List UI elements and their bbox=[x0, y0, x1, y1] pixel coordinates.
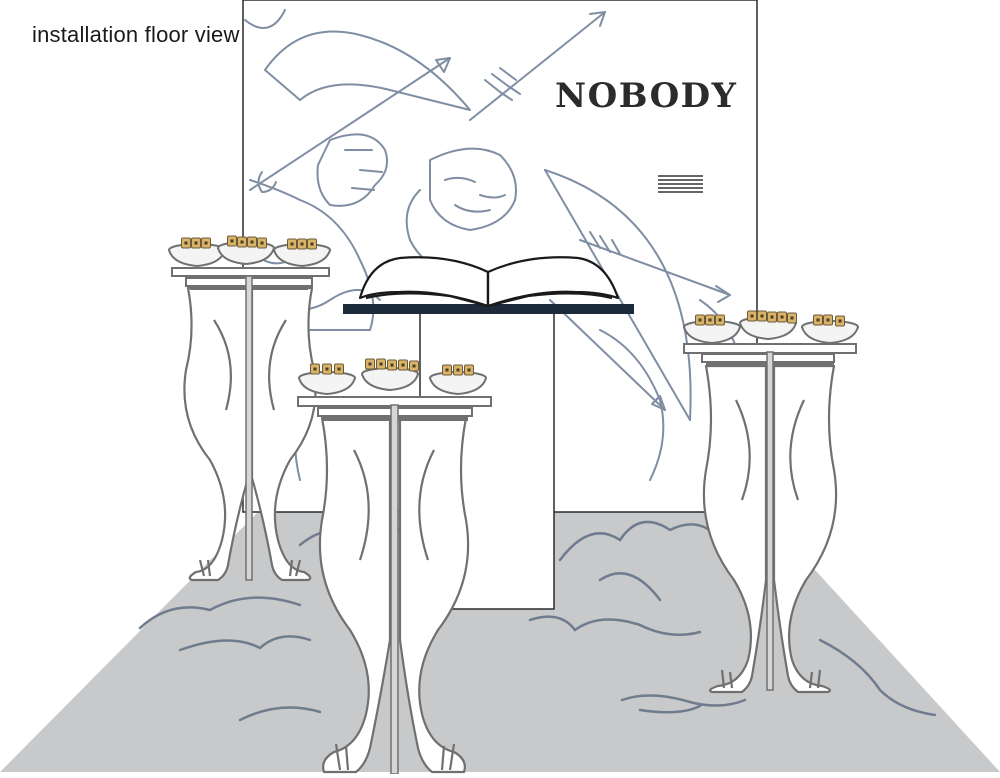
pedestal-right bbox=[683, 343, 857, 694]
bowl-group-right bbox=[683, 310, 859, 344]
open-book-icon bbox=[358, 256, 620, 308]
view-label: installation floor view bbox=[32, 22, 240, 47]
pedestal-left bbox=[171, 267, 330, 582]
book-plinth-top bbox=[343, 304, 634, 314]
menu-lines-icon bbox=[658, 175, 703, 193]
pedestal-legs bbox=[318, 416, 470, 774]
bowl-group-left bbox=[168, 235, 331, 267]
poster-title: NOBODY bbox=[555, 76, 738, 116]
pedestal-legs bbox=[183, 286, 317, 582]
pedestal-front bbox=[297, 396, 492, 775]
pedestal-legs bbox=[702, 364, 838, 694]
